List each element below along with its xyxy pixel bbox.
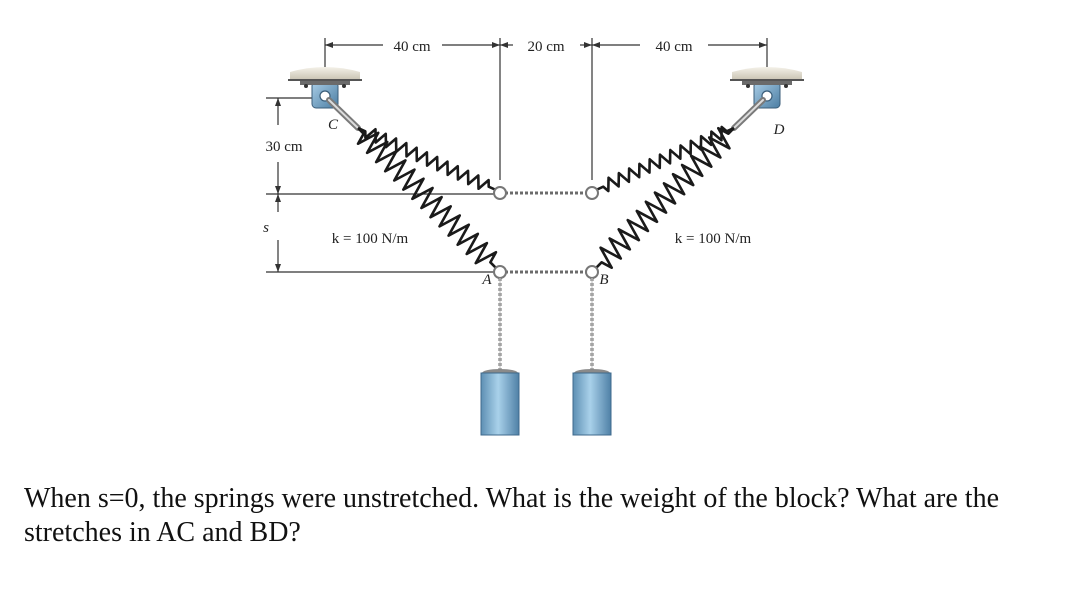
question-text: When s=0, the springs were unstretched. … — [24, 483, 1000, 548]
dimension-label-top-middle: 20 cm — [527, 39, 564, 55]
ceiling-support-right — [730, 67, 804, 109]
point-label-c: C — [328, 117, 339, 133]
spring-left-ac — [356, 127, 498, 269]
left-dimension-lines — [266, 97, 500, 273]
spring-constant-right: k = 100 N/m — [675, 231, 752, 247]
block-right — [572, 369, 612, 436]
spring-right-bd — [595, 126, 735, 270]
dimension-label-left-height: 30 cm — [265, 139, 302, 155]
point-label-a: A — [481, 272, 492, 288]
dimension-label-top-left: 40 cm — [393, 39, 430, 55]
spring-upper-right — [595, 125, 735, 193]
spring-block-diagram: 40 cm 20 cm 40 cm 30 cm s — [263, 38, 804, 436]
block-left — [480, 369, 520, 436]
ceiling-support-left — [288, 67, 362, 109]
dimension-label-s: s — [263, 220, 269, 236]
point-label-b: B — [599, 272, 608, 288]
top-dimension-lines — [324, 38, 768, 180]
spring-upper-left — [357, 126, 497, 192]
ring-b — [585, 265, 599, 279]
dimension-label-top-right: 40 cm — [655, 39, 692, 55]
spring-constant-left: k = 100 N/m — [332, 231, 409, 247]
ring-a — [493, 265, 507, 279]
point-label-d: D — [773, 122, 785, 138]
